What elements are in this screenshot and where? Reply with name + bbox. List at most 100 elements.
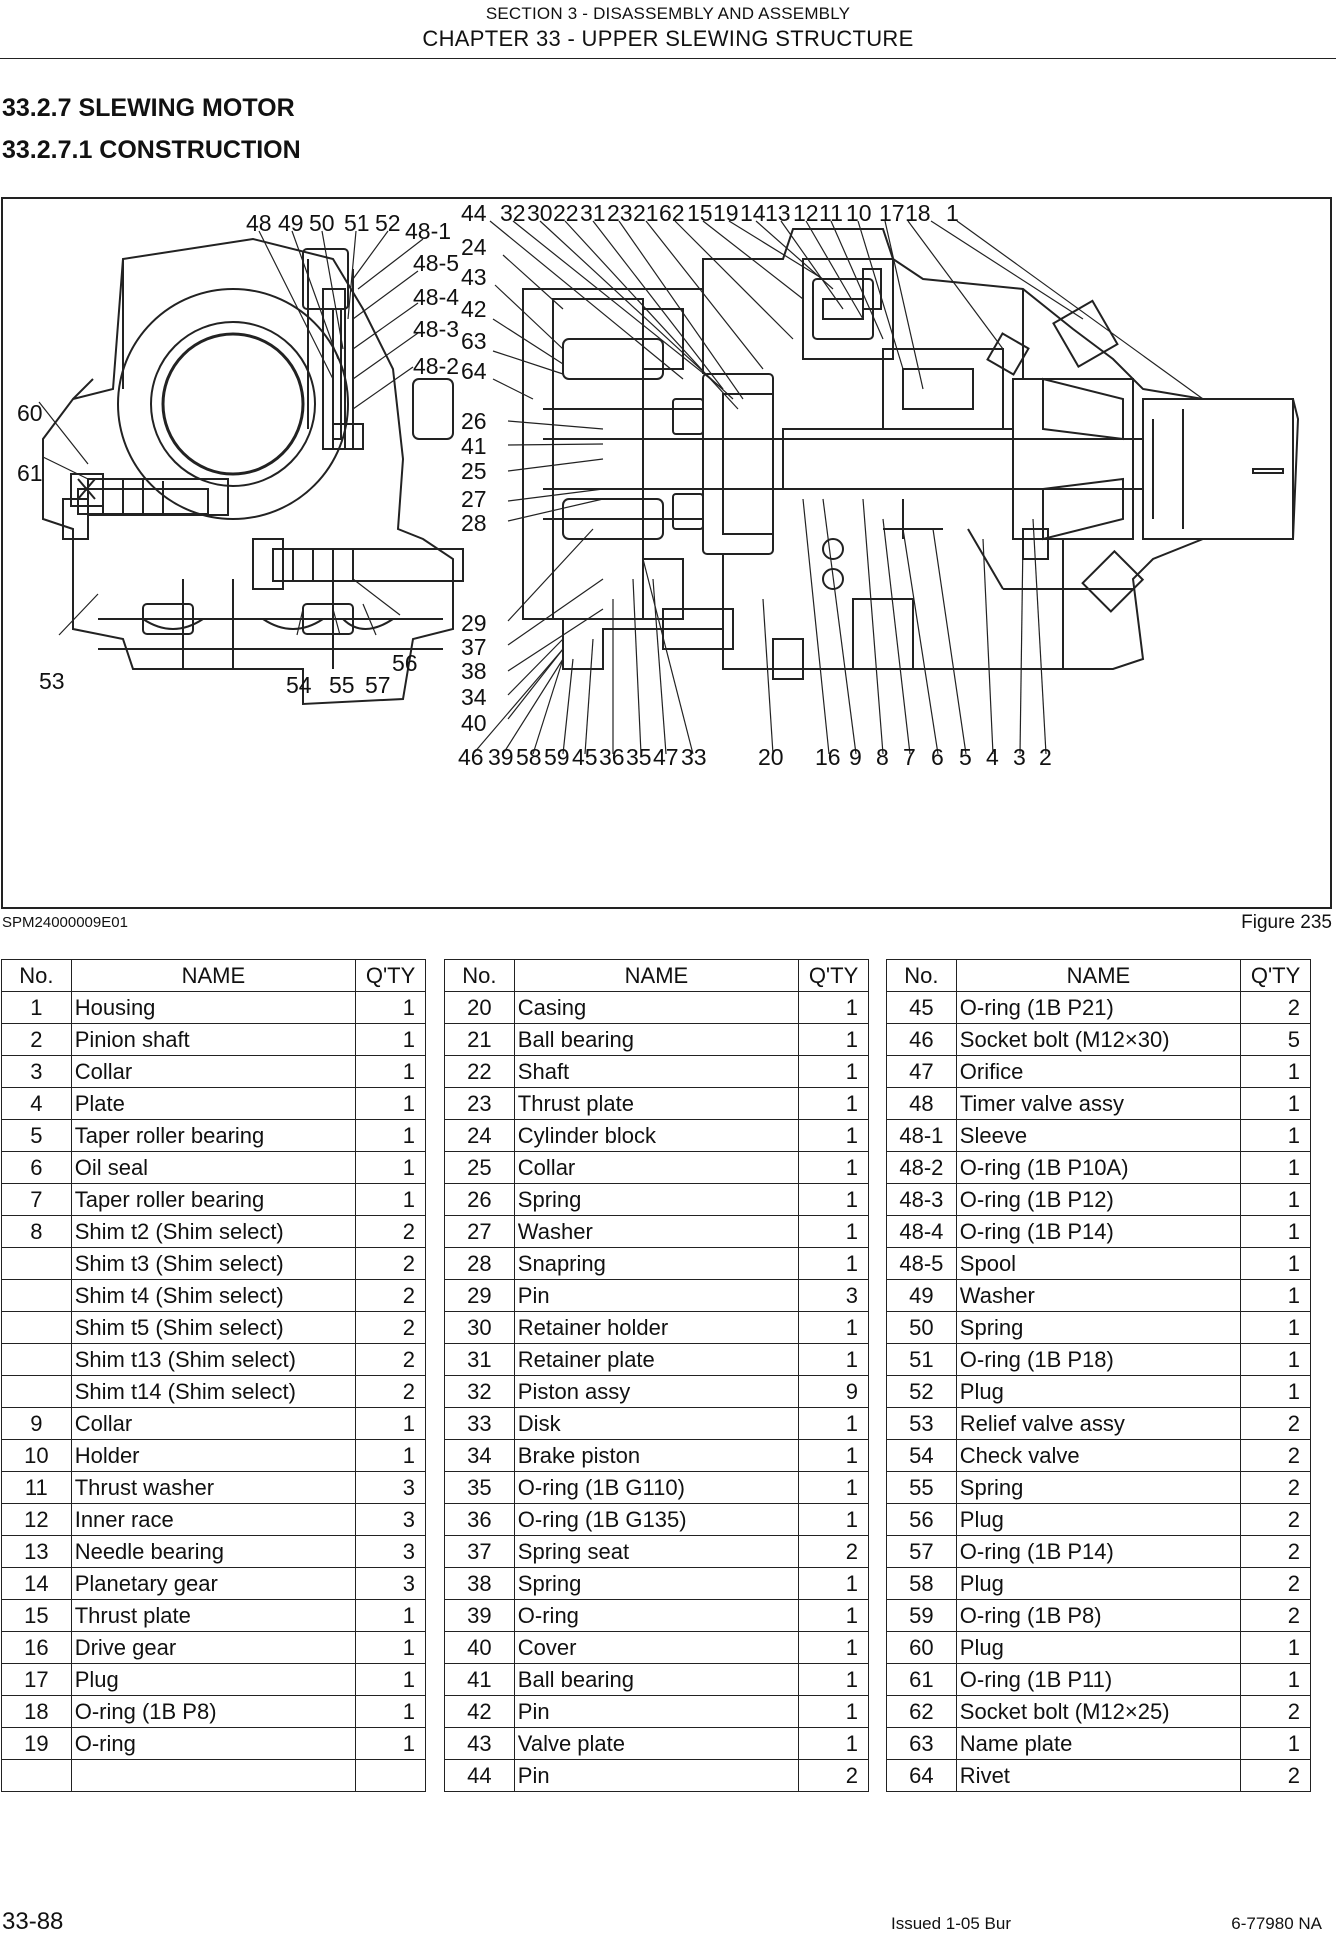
callout: 24 [461, 234, 487, 260]
part-qty: 2 [1240, 1535, 1311, 1568]
part-qty: 1 [798, 1695, 869, 1728]
part-name: Pin [513, 1279, 800, 1312]
callout: 63 [461, 328, 487, 354]
callout: 37 [461, 634, 487, 660]
part-name: Needle bearing [70, 1535, 357, 1568]
part-number: 51 [886, 1343, 957, 1376]
part-number: 24 [444, 1119, 515, 1152]
part-qty: 1 [1240, 1183, 1311, 1216]
part-name: O-ring [513, 1599, 800, 1632]
part-number: 21 [444, 1023, 515, 1056]
part-qty: 1 [355, 1407, 426, 1440]
callout: 8 [876, 744, 889, 770]
part-qty: 2 [1240, 1407, 1311, 1440]
part-number: 56 [886, 1503, 957, 1536]
part-qty: 1 [798, 1055, 869, 1088]
callout: 26 [461, 408, 487, 434]
col-no: No. [1, 959, 72, 992]
part-name: Socket bolt (M12×25) [955, 1695, 1242, 1728]
part-qty: 2 [1240, 1599, 1311, 1632]
callout: 17 [879, 200, 905, 226]
part-qty: 3 [355, 1471, 426, 1504]
part-number: 23 [444, 1087, 515, 1120]
part-number: 18 [1, 1695, 72, 1728]
table-header: No. NAME Q'TY [1, 959, 426, 992]
part-name: Plug [70, 1663, 357, 1696]
part-number: 40 [444, 1631, 515, 1664]
table-header: No. NAME Q'TY [444, 959, 869, 992]
part-qty: 1 [355, 1439, 426, 1472]
part-number: 2 [1, 1023, 72, 1056]
col-name: NAME [70, 959, 357, 992]
callout: 61 [17, 460, 43, 486]
heading-slewing-motor: 33.2.7 SLEWING MOTOR [2, 94, 295, 122]
part-name: Retainer plate [513, 1343, 800, 1376]
part-number: 33 [444, 1407, 515, 1440]
part-name: Plug [955, 1631, 1242, 1664]
callout: 11 [819, 200, 843, 226]
part-qty: 2 [1240, 1759, 1311, 1792]
callout: 1 [946, 200, 959, 226]
part-name: Plate [70, 1087, 357, 1120]
part-qty: 2 [798, 1535, 869, 1568]
part-qty: 1 [1240, 1247, 1311, 1280]
callout: 48-1 [405, 218, 451, 244]
part-number [1, 1759, 72, 1792]
figure-id: SPM24000009E01 [2, 914, 128, 931]
callout: 20 [758, 744, 784, 770]
part-qty: 1 [355, 1727, 426, 1760]
part-number: 4 [1, 1087, 72, 1120]
part-name: Collar [70, 1407, 357, 1440]
part-name: Piston assy [513, 1375, 800, 1408]
part-number: 29 [444, 1279, 515, 1312]
part-name: O-ring (1B P8) [70, 1695, 357, 1728]
callout: 15 [687, 200, 713, 226]
part-qty: 1 [355, 1599, 426, 1632]
callout: 59 [544, 744, 570, 770]
part-name: Pin [513, 1695, 800, 1728]
callout: 54 [286, 672, 312, 698]
section-title: SECTION 3 - DISASSEMBLY AND ASSEMBLY [485, 4, 851, 23]
part-name: Thrust plate [70, 1599, 357, 1632]
part-name: Planetary gear [70, 1567, 357, 1600]
part-name: Shim t3 (Shim select) [70, 1247, 357, 1280]
part-name: Spool [955, 1247, 1242, 1280]
part-qty: 2 [355, 1247, 426, 1280]
part-number: 53 [886, 1407, 957, 1440]
part-number: 48-2 [886, 1151, 957, 1184]
callout: 7 [903, 744, 916, 770]
part-number: 44 [444, 1759, 515, 1792]
part-qty: 1 [1240, 1663, 1311, 1696]
part-name: Shim t13 (Shim select) [70, 1343, 357, 1376]
col-name: NAME [955, 959, 1242, 992]
part-qty: 1 [1240, 1215, 1311, 1248]
part-qty: 3 [798, 1279, 869, 1312]
part-qty: 1 [1240, 1087, 1311, 1120]
callout: 31 [580, 200, 606, 226]
part-number: 36 [444, 1503, 515, 1536]
part-number: 26 [444, 1183, 515, 1216]
callout: 45 [572, 744, 598, 770]
part-name: Plug [955, 1375, 1242, 1408]
part-qty: 1 [355, 1631, 426, 1664]
part-qty: 1 [798, 1567, 869, 1600]
part-name: O-ring (1B P10A) [955, 1151, 1242, 1184]
part-number: 5 [1, 1119, 72, 1152]
part-number: 45 [886, 991, 957, 1024]
part-number: 34 [444, 1439, 515, 1472]
callout: 39 [488, 744, 514, 770]
part-name: Retainer holder [513, 1311, 800, 1344]
part-qty: 2 [1240, 1695, 1311, 1728]
